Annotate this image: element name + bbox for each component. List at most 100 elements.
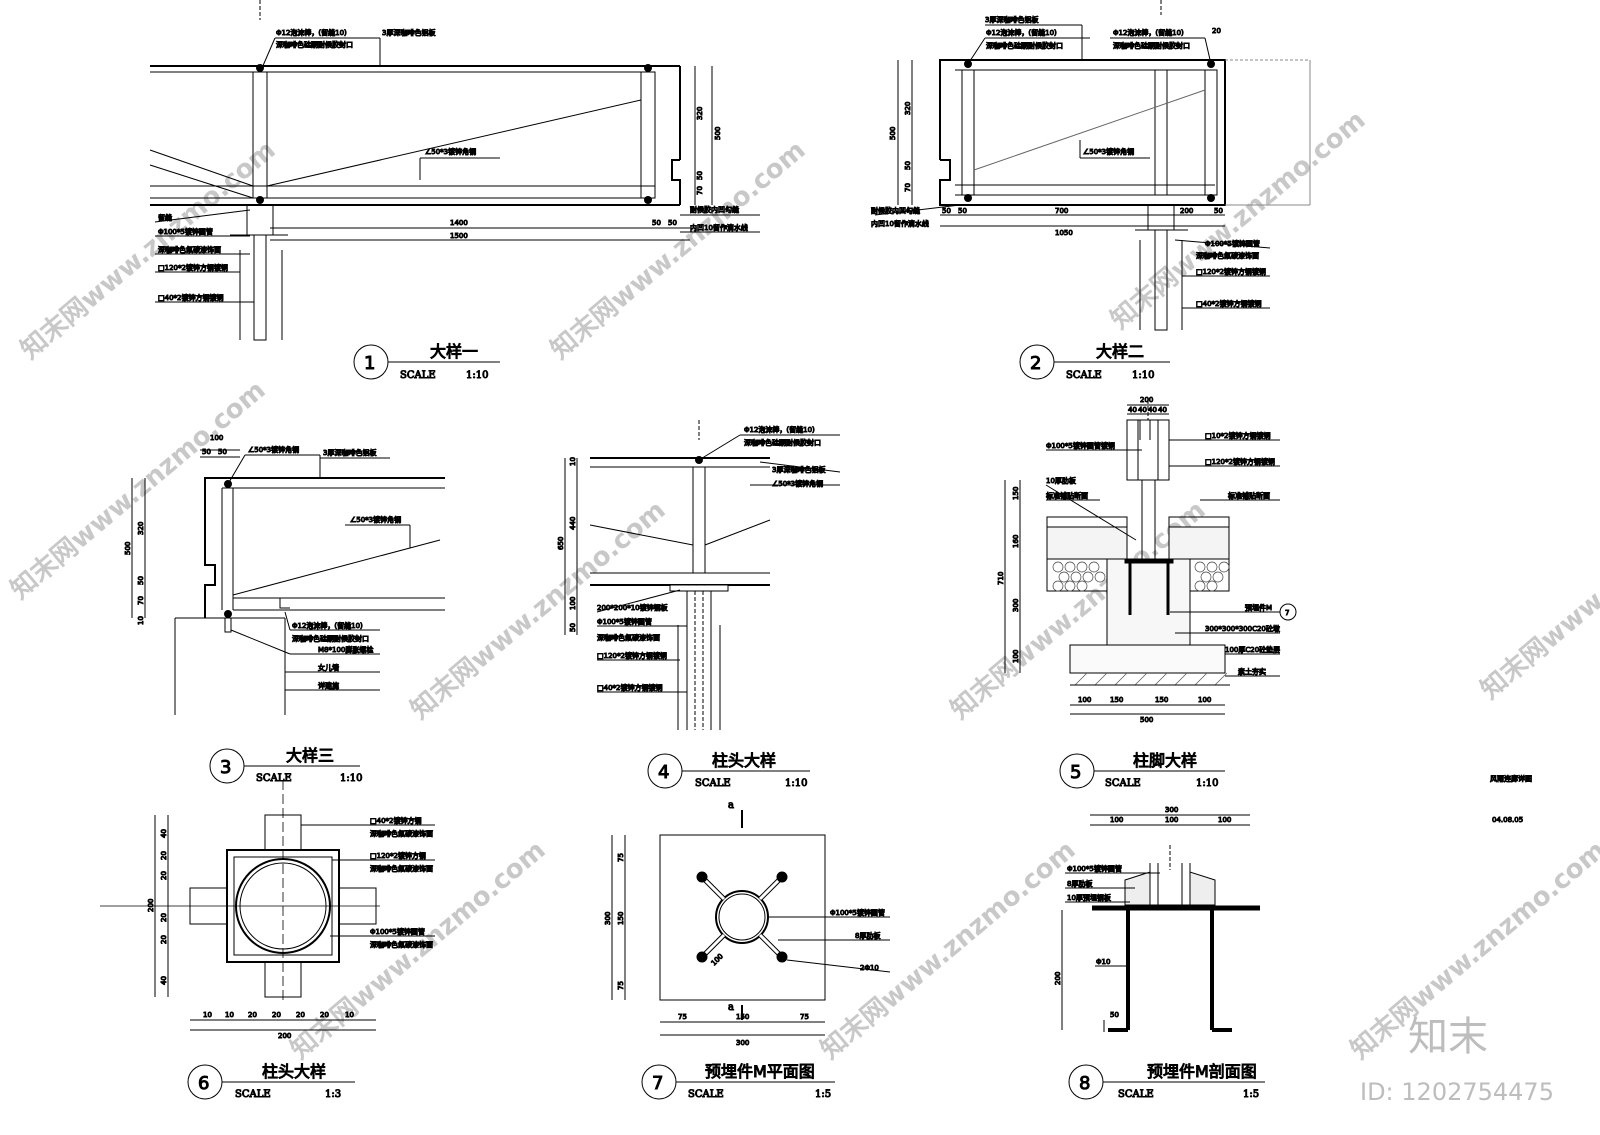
dim: 50 bbox=[1110, 1011, 1119, 1019]
note: 内凹10留作滴水线 bbox=[690, 223, 748, 232]
note: Φ100*5镀锌圆管 bbox=[830, 908, 885, 917]
dim: 75 bbox=[678, 1013, 687, 1021]
watermark-text: 知末网www.znzmo.com bbox=[15, 135, 281, 365]
watermark-text: 知末网www.znzmo.com bbox=[1475, 475, 1600, 705]
dim: 500 bbox=[889, 127, 897, 140]
scale-value: 1:3 bbox=[325, 1089, 341, 1100]
note: 深咖啡色硅酮耐候胶封口 bbox=[744, 438, 821, 447]
detail-7: a a 300 75 150 75 75 150 75 300 100 Φ100… bbox=[604, 800, 891, 1101]
note: □120*2镀锌方钢 bbox=[370, 851, 426, 860]
dim: 150 bbox=[1110, 696, 1123, 704]
dim: 300 bbox=[1012, 599, 1020, 612]
dim: 320 bbox=[137, 522, 145, 535]
dim: 100 bbox=[1078, 696, 1091, 704]
note: ∠50*3镀锌角钢 bbox=[248, 445, 299, 454]
detail-number: 2 bbox=[1030, 353, 1041, 374]
detail-number: 3 bbox=[220, 757, 231, 778]
dim: 75 bbox=[800, 1013, 809, 1021]
sheet-date: 04.08.05 bbox=[1492, 816, 1523, 824]
note: □120*2镀锌方钢镀铜 bbox=[597, 651, 667, 660]
dim: 20 bbox=[1212, 27, 1221, 35]
dim: 50 bbox=[569, 623, 577, 632]
scale-value: 1:10 bbox=[1132, 370, 1154, 381]
note: 深咖啡色氟碳漆饰面 bbox=[597, 633, 660, 642]
detail-8: 300 100 100 100 200 50 Φ100*5镀锌圆管 8厚肋板 1… bbox=[1054, 806, 1265, 1101]
note: □40*2镀锌方钢镀铜 bbox=[158, 293, 223, 302]
scale-label: SCALE bbox=[695, 778, 731, 789]
dim: 300 bbox=[1165, 806, 1178, 814]
detail-number: 8 bbox=[1079, 1073, 1090, 1094]
note: 详建施 bbox=[318, 681, 339, 690]
note: 3厚深咖啡色铝板 bbox=[985, 15, 1038, 24]
note: M8*100膨胀螺栓 bbox=[318, 645, 373, 654]
scale-value: 1:10 bbox=[785, 778, 807, 789]
detail-title: 大样三 bbox=[286, 746, 334, 765]
watermark-text: 知末网www.znzmo.com bbox=[815, 835, 1081, 1065]
dim: 20 bbox=[160, 851, 168, 860]
dim: 20 bbox=[160, 871, 168, 880]
note: □120*2镀锌方钢镀铜 bbox=[158, 263, 228, 272]
scale-value: 1:10 bbox=[1196, 778, 1218, 789]
detail-title: 大样二 bbox=[1096, 342, 1144, 361]
dim: 50 bbox=[904, 161, 912, 170]
note: □120*2镀锌方钢镀铜 bbox=[1205, 457, 1275, 466]
note: Φ12泡沫棒，(留缝10) bbox=[986, 28, 1057, 37]
dim: 150 bbox=[1155, 696, 1168, 704]
dim: 10 bbox=[569, 457, 577, 466]
note: Φ10 bbox=[1096, 958, 1110, 966]
dim: 50 bbox=[1214, 207, 1223, 215]
dim: 100 bbox=[1110, 816, 1123, 824]
scale-value: 1:10 bbox=[340, 773, 362, 784]
dim: 10 bbox=[345, 1011, 354, 1019]
scale-label: SCALE bbox=[1105, 778, 1141, 789]
dim: 10 bbox=[137, 616, 145, 625]
dim: 150 bbox=[736, 1013, 749, 1021]
dim: 200 bbox=[147, 899, 155, 912]
note: 耐候胶内凹勾缝 bbox=[871, 206, 920, 215]
note: 深咖啡色硅酮耐候胶封口 bbox=[986, 41, 1063, 50]
dim: 70 bbox=[137, 596, 145, 605]
note: □120*2镀锌方钢镀铜 bbox=[1196, 267, 1266, 276]
note: Φ100*5镀锌圆管 bbox=[370, 927, 425, 936]
dim: 100 bbox=[1218, 816, 1231, 824]
dim: 10 bbox=[225, 1011, 234, 1019]
dim: 40 bbox=[1148, 406, 1157, 414]
dim: 200 bbox=[1054, 972, 1062, 985]
dim: 50 bbox=[696, 171, 704, 180]
detail-number: 4 bbox=[658, 762, 669, 783]
dim: 50 bbox=[958, 207, 967, 215]
dim: 320 bbox=[696, 107, 704, 120]
dim: 20 bbox=[160, 935, 168, 944]
dim: 300 bbox=[736, 1039, 749, 1047]
dim: 20 bbox=[160, 913, 168, 922]
image-id: ID: 1202754475 bbox=[1360, 1078, 1554, 1106]
note: 留缝 bbox=[158, 213, 172, 222]
detail-title: 柱脚大样 bbox=[1133, 751, 1197, 770]
dim: 50 bbox=[668, 219, 677, 227]
dim: 320 bbox=[904, 102, 912, 115]
detail-6: 200 40 20 20 20 20 40 10 10 20 20 20 20 … bbox=[100, 780, 435, 1101]
dim: 50 bbox=[202, 448, 211, 456]
note: 3厚深咖啡色铝板 bbox=[772, 465, 825, 474]
note: 内凹10留作滴水线 bbox=[871, 219, 929, 228]
detail-2: 700 200 1050 50 50 50 20 500 320 50 70 3… bbox=[871, 0, 1311, 382]
dim: 100 bbox=[210, 434, 223, 442]
dim: 75 bbox=[617, 853, 625, 862]
dim: 200 bbox=[1140, 396, 1153, 404]
note: 深咖啡色氟碳漆饰面 bbox=[370, 940, 433, 949]
dim: 100 bbox=[710, 952, 725, 967]
note: 8厚肋板 bbox=[1067, 879, 1092, 888]
dim: 40 bbox=[160, 976, 168, 985]
note: 3厚深咖啡色铝板 bbox=[382, 28, 435, 37]
note: ∠50*3镀锌角钢 bbox=[1083, 147, 1134, 156]
note: 300*300*300C20砼墩 bbox=[1205, 624, 1280, 633]
dim: 500 bbox=[124, 542, 132, 555]
dim: 500 bbox=[714, 127, 722, 140]
note: 深咖啡色氟碳漆饰面 bbox=[158, 245, 221, 254]
scale-value: 1:5 bbox=[1243, 1089, 1259, 1100]
dim: 40 bbox=[1158, 406, 1167, 414]
note: Φ100*5镀锌圆管 bbox=[1067, 864, 1122, 873]
watermark-text: 知末网www.znzmo.com bbox=[545, 135, 811, 365]
